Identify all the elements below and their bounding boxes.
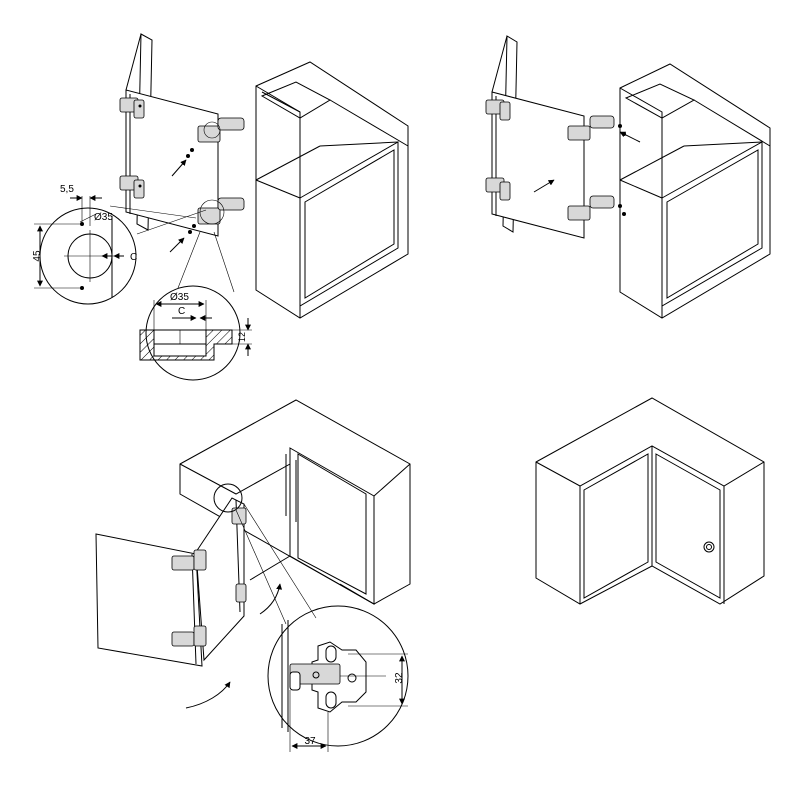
hinge-step3-lower <box>171 625 207 647</box>
hinge-bottom-left <box>119 175 145 199</box>
detail-marker-circle <box>213 483 243 513</box>
hinge-step3-upper <box>171 549 207 571</box>
step-2-mount-hinges <box>485 35 771 319</box>
plate-height-label: 32 <box>394 672 405 684</box>
screw-arrows-step1 <box>169 148 196 253</box>
hinge-step2-top-right <box>567 115 615 141</box>
corner-cabinet-step1 <box>255 61 409 319</box>
cup-depth-section-detail: Ø35 C 12 <box>139 231 252 381</box>
corner-cabinet-step3 <box>179 399 411 605</box>
corner-cabinet-closed <box>535 397 765 605</box>
cup-diameter-detail-label: Ø35 <box>94 212 113 223</box>
cup-hole-detail: 45 5,5 Ø35 C <box>32 184 207 305</box>
hole-spacing-label: 45 <box>32 250 43 262</box>
hinge-top-left <box>119 97 145 119</box>
hinge-step2-top-left <box>485 99 511 121</box>
step-4-finished-cabinet <box>535 397 765 605</box>
section-offset-label: C <box>178 306 185 317</box>
folding-doors-step3 <box>95 497 245 667</box>
screw-arrows-step2 <box>533 124 641 216</box>
cup-diameter-section-label: Ø35 <box>170 292 189 303</box>
plate-width-label: 37 <box>304 736 316 747</box>
top-offset-label: 5,5 <box>60 184 74 195</box>
hinge-step3-corner <box>231 507 247 603</box>
rotation-arrows-step3 <box>185 583 283 709</box>
cup-depth-label: 12 <box>237 332 247 342</box>
hinge-bottom-right <box>197 197 245 225</box>
step-3-adjust-hinges: 32 37 <box>95 399 411 752</box>
hinge-step2-bottom-right <box>567 195 615 221</box>
hole-center-distance-label: C <box>130 252 137 263</box>
door-knob <box>703 541 715 553</box>
mounting-plate-detail: 32 37 <box>267 605 409 752</box>
hinge-step2-bottom-left <box>485 177 511 201</box>
step-1-drill-hinge-cups: 45 5,5 Ø35 C Ø35 <box>32 33 409 381</box>
hinge-top-right <box>197 117 245 143</box>
corner-cabinet-step2 <box>619 63 771 319</box>
